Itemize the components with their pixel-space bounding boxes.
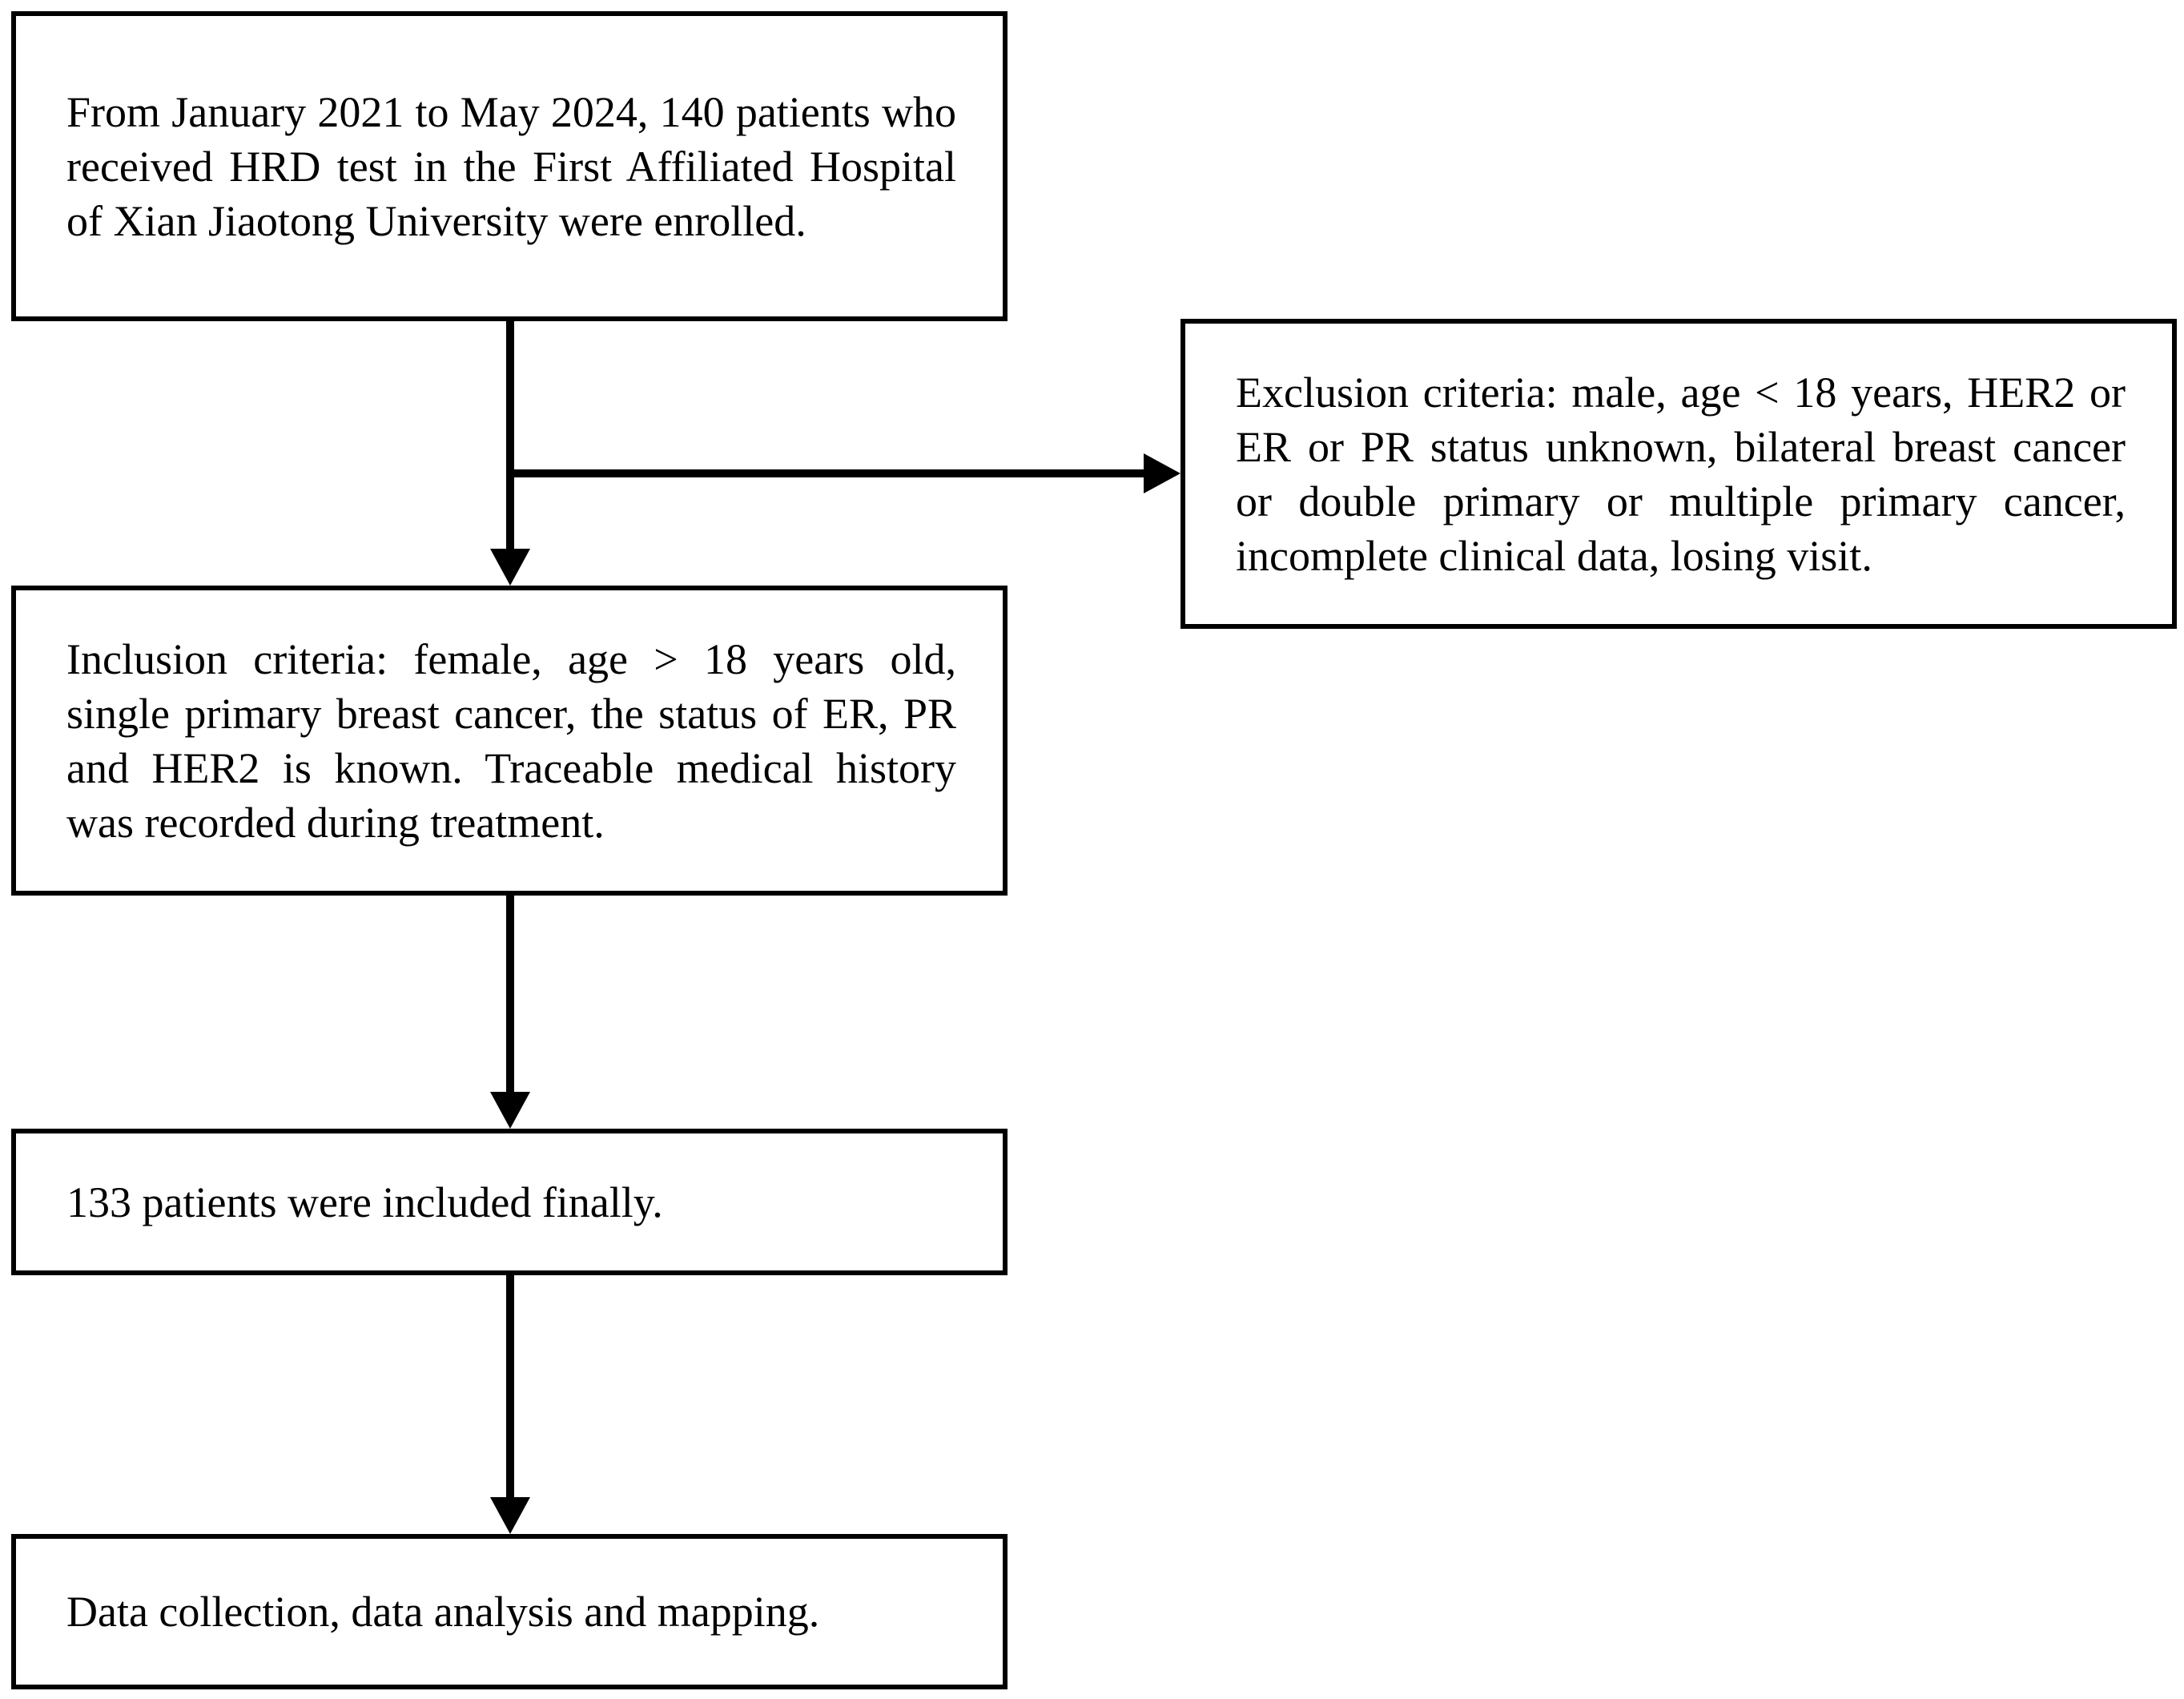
inclusion-criteria-box: Inclusion criteria: female, age > 18 yea… [11, 586, 1008, 896]
data-analysis-box: Data collection, data analysis and mappi… [11, 1534, 1008, 1689]
arrowhead-down-inclusion [490, 549, 530, 586]
arrowhead-down-data [490, 1497, 530, 1534]
final-included-text: 133 patients were included finally. [66, 1178, 663, 1226]
enrollment-text: From January 2021 to May 2024, 140 patie… [66, 87, 956, 245]
arrowhead-right-exclusion [1144, 453, 1180, 493]
arrowhead-down-included [490, 1092, 530, 1129]
exclusion-criteria-box: Exclusion criteria: male, age < 18 years… [1180, 319, 2177, 629]
data-analysis-text: Data collection, data analysis and mappi… [66, 1588, 820, 1636]
final-included-box: 133 patients were included finally. [11, 1129, 1008, 1275]
inclusion-criteria-text: Inclusion criteria: female, age > 18 yea… [66, 634, 956, 847]
exclusion-criteria-text: Exclusion criteria: male, age < 18 years… [1236, 368, 2126, 580]
enrollment-box: From January 2021 to May 2024, 140 patie… [11, 11, 1008, 321]
